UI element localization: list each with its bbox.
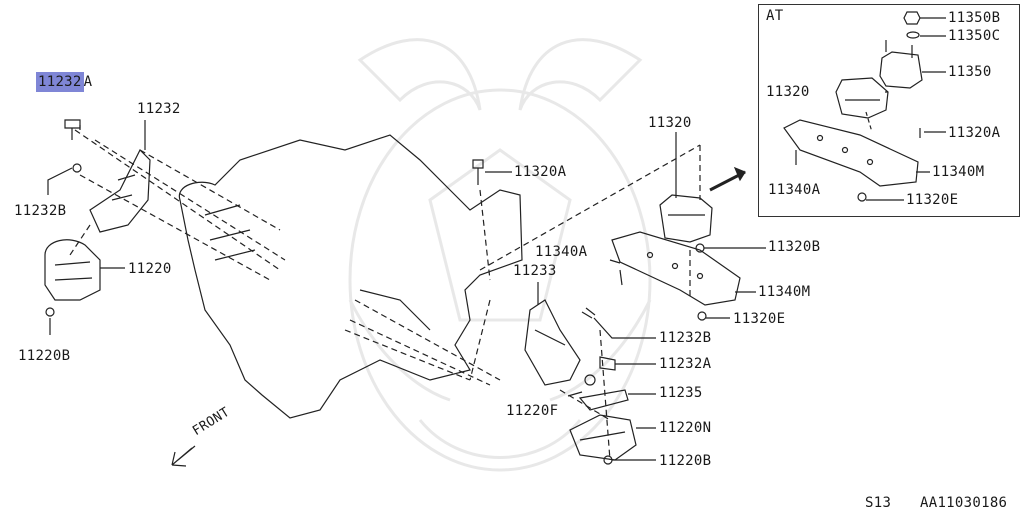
label-11320A-inset[interactable]: 11320A (948, 125, 1001, 141)
label-11350[interactable]: 11350 (948, 64, 992, 80)
label-11350B[interactable]: 11350B (948, 10, 1001, 26)
label-11220[interactable]: 11220 (128, 261, 172, 277)
plate-11235 (578, 389, 629, 411)
label-11220N[interactable]: 11220N (659, 420, 712, 436)
label-11235[interactable]: 11235 (659, 385, 703, 401)
inset-title: AT (766, 8, 784, 24)
label-11232[interactable]: 11232 (137, 101, 181, 117)
label-11320B[interactable]: 11320B (768, 239, 821, 255)
inset-nut-11320E (857, 192, 867, 202)
nut-11232B (72, 163, 82, 173)
inset-mount-11350 (879, 51, 923, 89)
inset-mount-11320 (835, 77, 889, 119)
label-11220B-right[interactable]: 11220B (659, 453, 712, 469)
mount-11320 (659, 194, 713, 243)
label-11320[interactable]: 11320 (648, 115, 692, 131)
crossmember-11340M (611, 231, 741, 306)
watermark-emblem (348, 38, 652, 472)
inset-drawings (783, 11, 946, 202)
label-11320A-mid[interactable]: 11320A (514, 164, 567, 180)
label-11232B-left[interactable]: 11232B (14, 203, 67, 219)
nut-11220F (584, 374, 596, 386)
bracket-11233 (524, 299, 581, 386)
inset-crossmember-11340M (783, 119, 919, 187)
footer-reference-code: AA11030186 (920, 495, 1008, 511)
label-11220B-left[interactable]: 11220B (18, 348, 71, 364)
label-11340M-inset[interactable]: 11340M (932, 164, 985, 180)
mount-11220N (569, 414, 637, 461)
inset-washer-11350C (906, 31, 920, 39)
label-11232B-right[interactable]: 11232B (659, 330, 712, 346)
nut-11320B (695, 243, 705, 253)
at-inset-box (758, 4, 1020, 217)
bolt-11232A (64, 119, 81, 140)
bolt-11320A (472, 159, 484, 185)
label-11233[interactable]: 11233 (513, 263, 557, 279)
label-11340A[interactable]: 11340A (535, 244, 588, 260)
label-11340A-inset[interactable]: 11340A (768, 182, 821, 198)
label-11340M[interactable]: 11340M (758, 284, 811, 300)
inset-nut-11350B (903, 11, 921, 25)
label-11232A-suffix: A (83, 74, 93, 90)
mount-11220 (44, 239, 101, 301)
label-11232A-right[interactable]: 11232A (659, 356, 712, 372)
nut-11220B-left (45, 307, 55, 317)
label-11220F[interactable]: 11220F (506, 403, 559, 419)
footer-model-code: S13 (865, 495, 892, 511)
label-11350C[interactable]: 11350C (948, 28, 1001, 44)
highlight-box: 11232 (36, 72, 84, 92)
bracket-11232 (89, 148, 151, 233)
nut-11320E (697, 311, 707, 321)
label-11320E[interactable]: 11320E (733, 311, 786, 327)
label-11320-inset[interactable]: 11320 (766, 84, 810, 100)
label-11320E-inset[interactable]: 11320E (906, 192, 959, 208)
